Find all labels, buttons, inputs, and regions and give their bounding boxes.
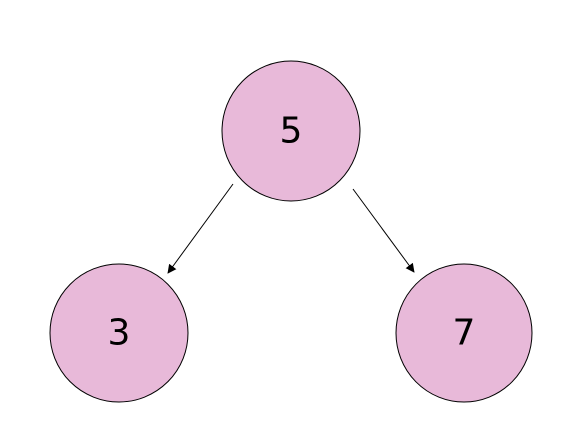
node-circle-root xyxy=(221,60,361,202)
edge-root-to-left xyxy=(167,183,234,274)
node-circle-left xyxy=(49,263,189,403)
node-circle-right xyxy=(395,263,533,403)
node-label-left: 3 xyxy=(108,313,131,354)
node-label-right: 7 xyxy=(453,313,476,354)
tree-node-right: 7 xyxy=(395,263,533,403)
tree-node-root: 5 xyxy=(221,60,361,202)
node-label-root: 5 xyxy=(280,111,303,152)
edge-root-to-right xyxy=(352,188,415,273)
tree-node-left: 3 xyxy=(49,263,189,403)
